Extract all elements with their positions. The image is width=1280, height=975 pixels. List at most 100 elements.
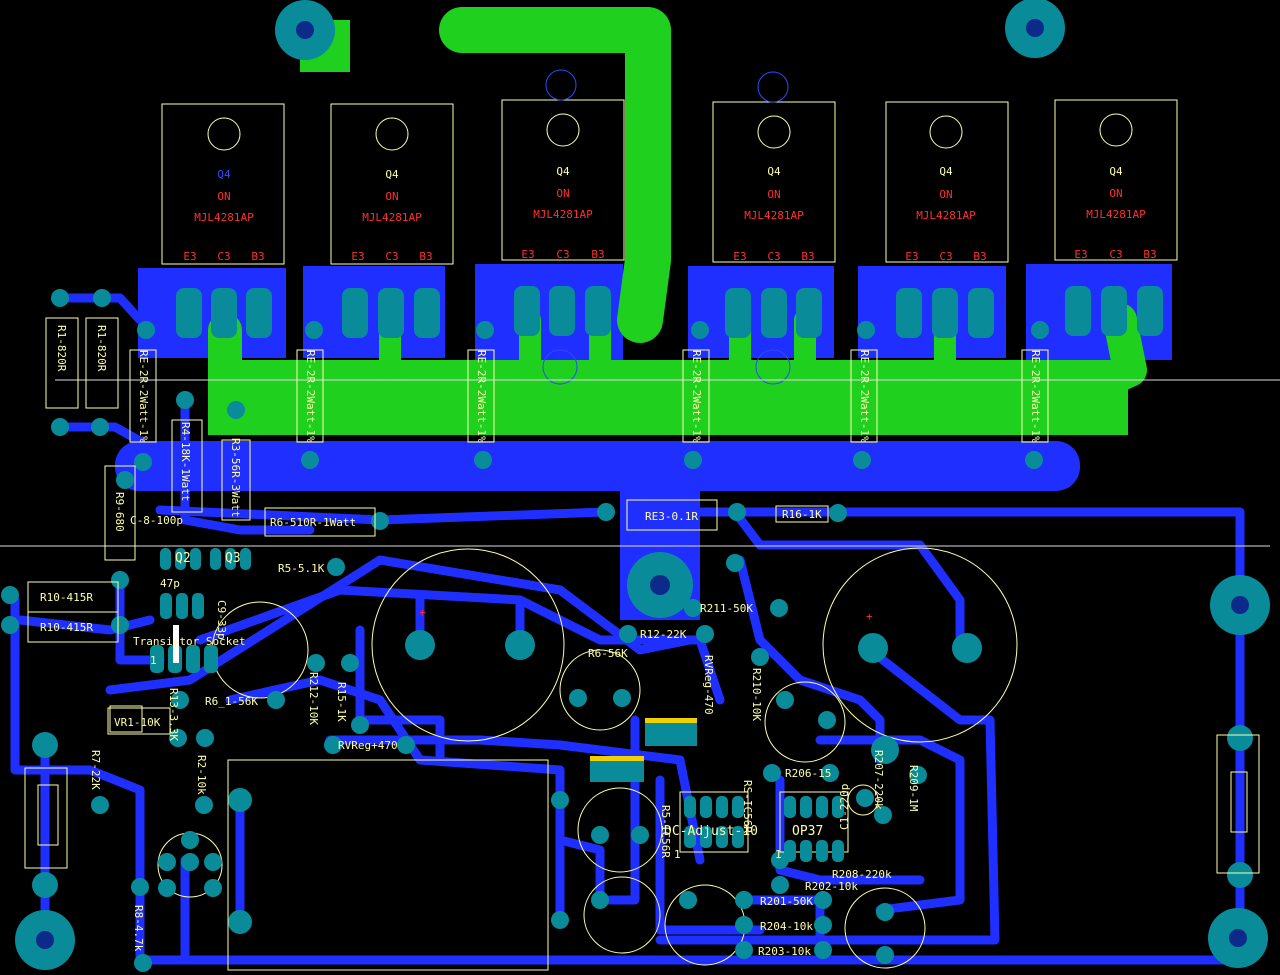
transistor-4-ref: Q4	[767, 165, 781, 178]
transistor-2-pin-c: C3	[385, 250, 398, 263]
emitter-resistor-5-label: RE-2R-2Watt-1%	[858, 350, 871, 443]
transistor-6-part: MJL4281AP	[1086, 208, 1146, 221]
label-r204: R204-10k	[760, 920, 813, 933]
emitter-resistor-2-label: RE-2R-2Watt-1%	[304, 350, 317, 443]
label-r12: R12-22K	[640, 628, 687, 641]
cap-plus-right: +	[866, 610, 873, 623]
label-r203: R203-10k	[758, 945, 811, 958]
label-c8: C-8-100p	[130, 514, 183, 527]
label-r10a: R10-415R	[40, 591, 93, 604]
mounting-holes	[15, 0, 1270, 970]
label-r15: R15-1K	[335, 682, 348, 722]
label-socket: Transistor Socket	[133, 635, 246, 648]
label-r8: R8-4.7k	[132, 905, 145, 952]
emitter-resistors: RE-2R-2Watt-1% RE-2R-2Watt-1% RE-2R-2Wat…	[129, 349, 1049, 443]
label-c9: C9-33p	[215, 600, 228, 640]
transistor-6-pin-b: B3	[1143, 248, 1156, 261]
transistor-2-ref: Q4	[385, 168, 399, 181]
label-r1a: R1-820R	[55, 325, 68, 372]
transistor-4-pin-b: B3	[801, 250, 814, 263]
label-r13: R13-3.3K	[167, 688, 180, 741]
label-r2: R2-10k	[195, 755, 208, 795]
transistor-3-maker: ON	[556, 187, 569, 200]
transistor-6-ref: Q4	[1109, 165, 1123, 178]
transistor-5-pin-b: B3	[973, 250, 986, 263]
transistor-4-pin-c: C3	[767, 250, 780, 263]
transistor-5-pin-e: E3	[905, 250, 918, 263]
label-r9: R9-680	[113, 492, 126, 532]
transistor-4-part: MJL4281AP	[744, 209, 804, 222]
label-r208: R208-220k	[832, 868, 892, 881]
label-op37: OP37	[792, 824, 823, 839]
transistor-3-pin-b: B3	[591, 248, 604, 261]
transistor-6-pin-e: E3	[1074, 248, 1087, 261]
label-r5ic: R5-IC56R	[659, 805, 672, 858]
label-r6-1: R6_1-56K	[205, 695, 258, 708]
transistor-1-part: MJL4281AP	[194, 211, 254, 224]
label-r1b: R1-820R	[95, 325, 108, 372]
transistor-5: Q4 ON MJL4281AP E3 C3 B3	[885, 101, 1009, 338]
transistor-1-maker: ON	[217, 190, 230, 203]
label-r6b: R6-56K	[588, 647, 628, 660]
emitter-resistor-3-label: RE-2R-2Watt-1%	[475, 350, 488, 443]
transistor-2-maker: ON	[385, 190, 398, 203]
label-c47: 47p	[160, 577, 180, 590]
emitter-resistor-1-label: RE-2R-2Watt-1%	[137, 350, 150, 443]
label-dcadj: DC-Adjust-10	[664, 824, 758, 839]
label-rvreg: RVReg-470	[702, 655, 715, 715]
transistor-6: Q4 ON MJL4281AP E3 C3 B3	[1054, 99, 1178, 336]
ic-footprints	[150, 548, 849, 862]
transistor-1-ref: Q4	[217, 168, 231, 181]
label-q3: Q3	[225, 551, 241, 566]
label-r212: R212-10K	[307, 672, 320, 725]
resistor-outlines	[24, 317, 1260, 971]
label-r4: R4-18K-1Watt	[179, 422, 192, 501]
label-r206: R206-15	[785, 767, 831, 780]
transistor-6-maker: ON	[1109, 187, 1122, 200]
label-r209: R209-1M	[907, 765, 920, 812]
output-transistors: Q4 ON MJL4281AP E3 C3 B3 Q4 ON MJL4281AP…	[161, 69, 1178, 385]
transistor-1-pin-e: E3	[183, 250, 196, 263]
label-q2: Q2	[175, 551, 191, 566]
label-pin1-socket: 1	[150, 654, 157, 667]
transistor-2: Q4 ON MJL4281AP E3 C3 B3	[330, 103, 454, 338]
label-r7: R7-22K	[89, 750, 102, 790]
transistor-1-pin-b: B3	[251, 250, 264, 263]
label-r207: R207-220k	[872, 750, 885, 810]
label-r210: R210-10K	[750, 668, 763, 721]
label-rsic: RS-IC56R	[741, 780, 754, 833]
transistor-4-maker: ON	[767, 188, 780, 201]
transistor-4: Q4 ON MJL4281AP E3 C3 B3	[712, 71, 836, 385]
label-rvreg2: RVReg+470	[338, 739, 398, 752]
label-c1: C1-220p	[838, 784, 851, 830]
label-pin1-op37: 1	[775, 848, 782, 861]
label-r202: R202-10k	[805, 880, 858, 893]
transistor-1-pin-c: C3	[217, 250, 230, 263]
transistor-5-maker: ON	[939, 188, 952, 201]
label-re3: RE3-0.1R	[645, 510, 698, 523]
label-r3: R3-56R-3Watt	[229, 438, 242, 517]
label-r16: R16-1K	[782, 508, 822, 521]
transistor-3-part: MJL4281AP	[533, 208, 593, 221]
transistor-2-pin-b: B3	[419, 250, 432, 263]
label-vr1: VR1-10K	[114, 716, 161, 729]
component-pads	[1, 289, 1253, 972]
label-r211: R211-50K	[700, 602, 753, 615]
label-r6: R6-510R-1Watt	[270, 516, 356, 529]
transistor-2-pin-e: E3	[351, 250, 364, 263]
transistor-3-pin-c: C3	[556, 248, 569, 261]
label-pin1-dcadj: 1	[674, 848, 681, 861]
transistor-3-ref: Q4	[556, 165, 570, 178]
cap-plus-left: +	[419, 606, 426, 619]
transistor-3: Q4 ON MJL4281AP E3 C3 B3	[501, 69, 625, 385]
silkscreen-labels: R1-820R R1-820R R4-18K-1Watt R3-56R-3Wat…	[40, 325, 920, 958]
transistor-5-pin-c: C3	[939, 250, 952, 263]
transistor-2-part: MJL4281AP	[362, 211, 422, 224]
label-r10b: R10-415R	[40, 621, 93, 634]
transistor-5-part: MJL4281AP	[916, 209, 976, 222]
label-r5: R5-5.1K	[278, 562, 325, 575]
label-r201: R201-50K	[760, 895, 813, 908]
emitter-resistor-4-label: RE-2R-2Watt-1%	[690, 350, 703, 443]
transistor-4-pin-e: E3	[733, 250, 746, 263]
